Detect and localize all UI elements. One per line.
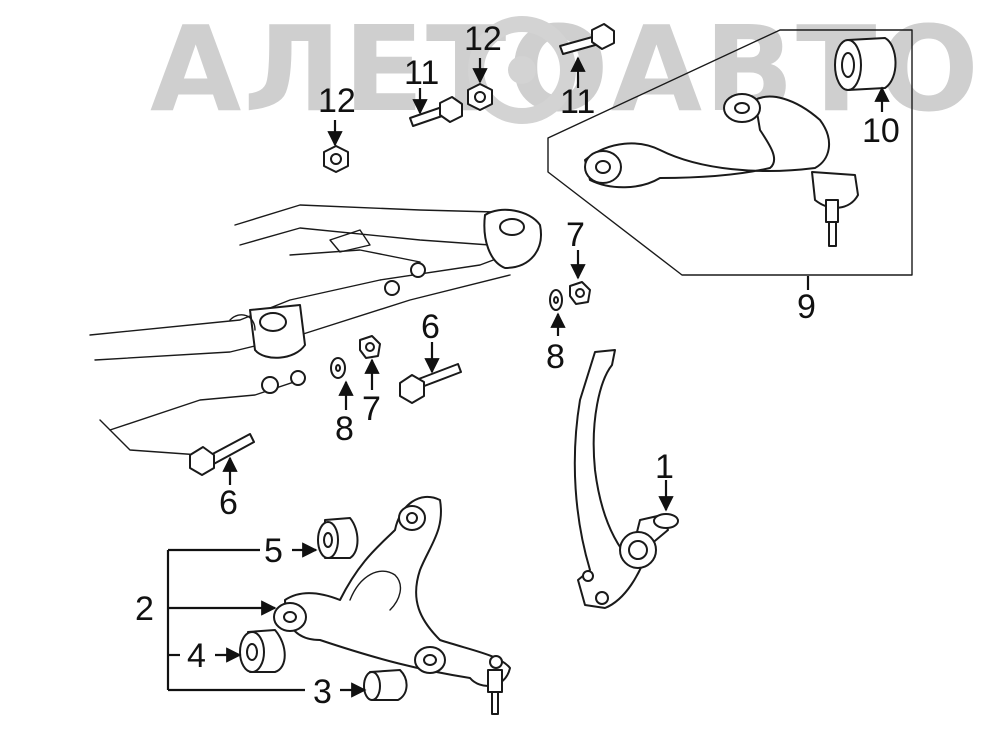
leader-lines: [166, 56, 890, 698]
callout-3: 3: [313, 673, 332, 711]
steering-knuckle: [573, 349, 679, 609]
callout-1: 1: [655, 448, 674, 486]
lower-control-arm: [273, 495, 511, 715]
upper-control-arm: [584, 93, 859, 247]
bolt-11-right: [559, 23, 615, 55]
nut-7-left: [359, 335, 381, 359]
front-subframe: [89, 204, 542, 456]
nut-12-center: [467, 83, 493, 111]
callout-8-left: 8: [335, 410, 354, 448]
washer-8-right-hole: [553, 296, 559, 304]
nut-12-left: [323, 145, 349, 173]
bushing-4: [239, 629, 286, 673]
bushing-5: [317, 517, 359, 559]
callout-6-right: 6: [421, 308, 440, 346]
bolt-6-right: [399, 363, 462, 404]
washer-8-left-hole: [335, 364, 341, 372]
callout-5: 5: [264, 532, 283, 570]
callout-8-right: 8: [546, 338, 565, 376]
callout-11-center: 11: [404, 54, 439, 92]
callout-7-right: 7: [566, 216, 585, 254]
callout-9: 9: [797, 288, 816, 326]
callout-11-right: 11: [560, 83, 595, 121]
upper-arm-bushing: [834, 37, 897, 91]
callout-7-left: 7: [362, 390, 381, 428]
callout-4: 4: [187, 637, 206, 675]
callout-2: 2: [135, 590, 154, 628]
callout-12-left: 12: [318, 82, 356, 120]
nut-7-right: [569, 281, 591, 305]
upper-arm-inset-box: [547, 29, 913, 276]
bolt-11-center: [409, 96, 463, 127]
callout-10: 10: [862, 112, 900, 150]
callout-12-center: 12: [464, 20, 502, 58]
bushing-3: [363, 669, 408, 701]
bolt-6-left: [189, 433, 255, 476]
callout-6-left: 6: [219, 484, 238, 522]
